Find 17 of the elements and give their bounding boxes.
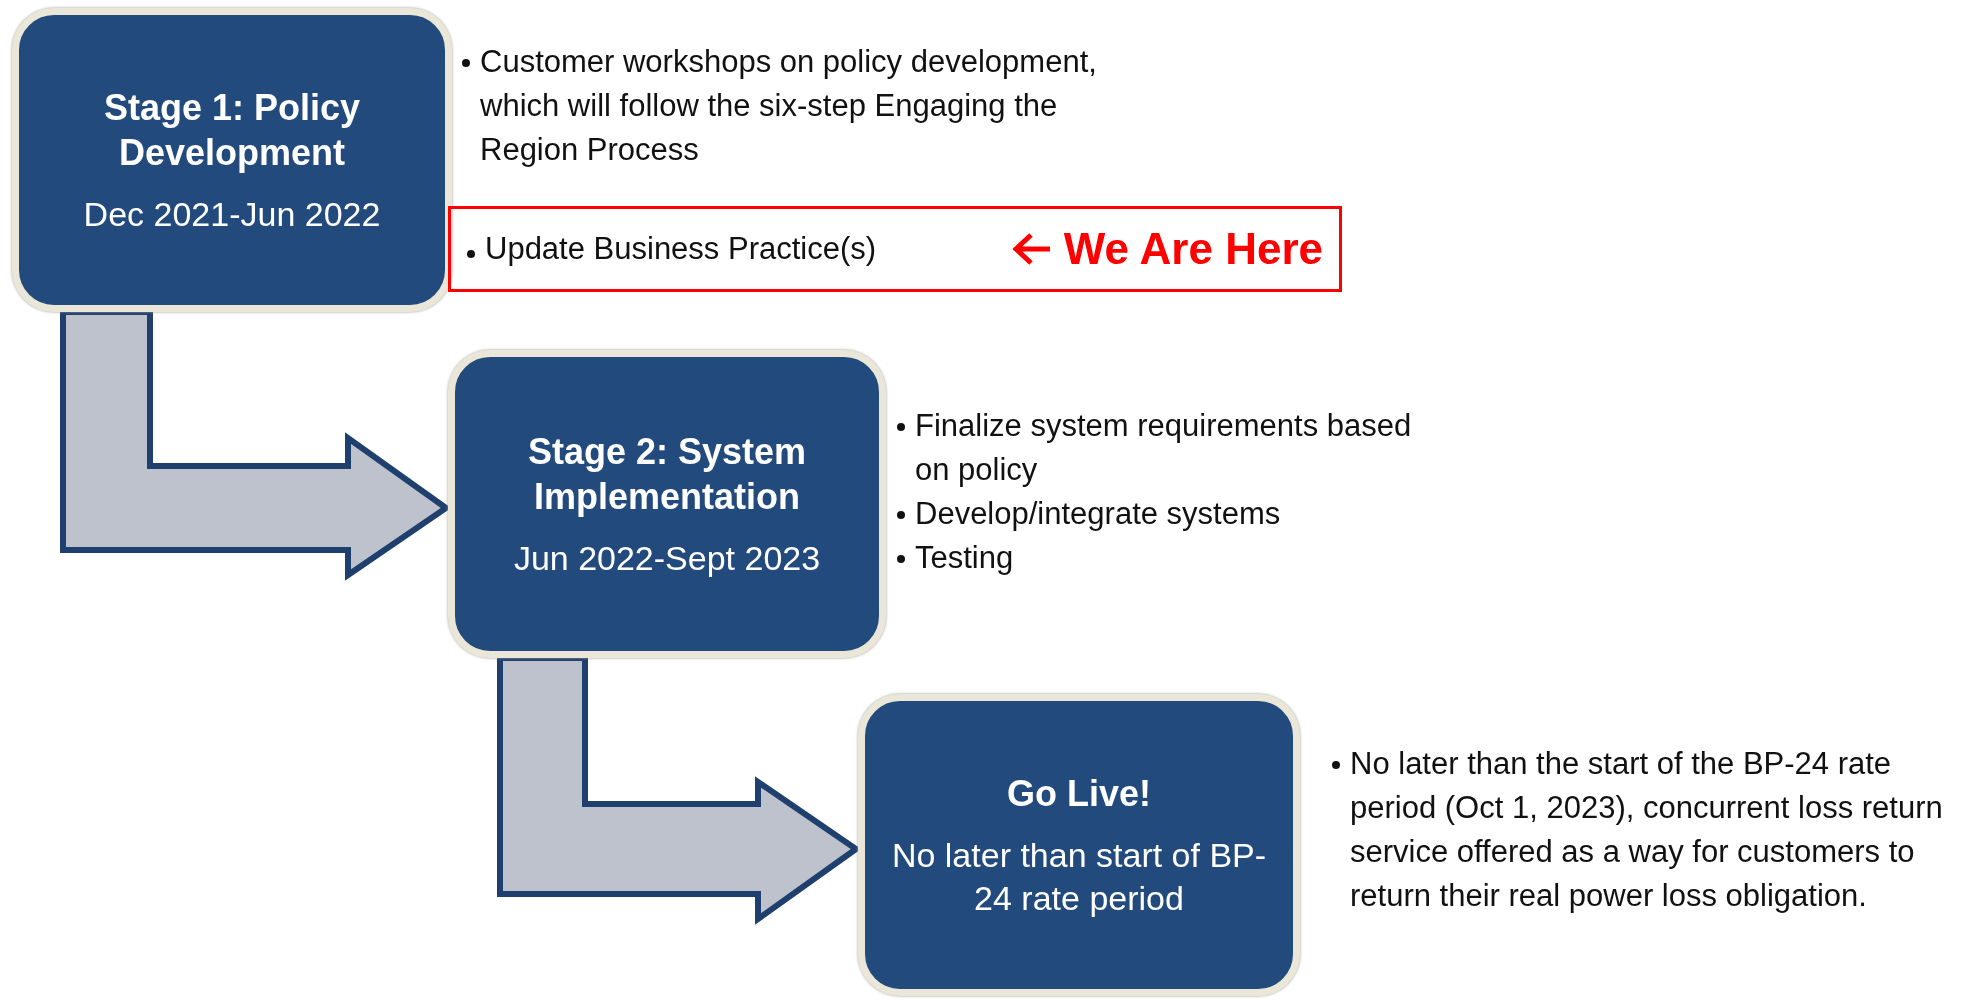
stage-subtitle: No later than start of BP-24 rate period [890,835,1268,919]
stage-title: Stage 2: System Implementation [526,429,808,519]
bullet-text: No later than the start of the BP-24 rate period (Oct 1, 2023), concurrent loss return service offered as a way for customers to return their real power loss obligation. [1332,742,1952,919]
bullet-text: Testing [897,536,1437,581]
bullet-text: Update Business Practice(s) [467,230,877,268]
stage-title: Stage 1: Policy Development [102,85,362,175]
stage-box [858,694,1300,996]
stage-subtitle: Jun 2022-Sept 2023 [513,537,821,579]
stage-box [12,8,452,312]
stage-subtitle: Dec 2021-Jun 2022 [83,193,381,235]
bullet-text: Customer workshops on policy development, which will follow the six-step Engaging the Region Process [462,40,1102,173]
stage-box [448,350,886,658]
highlight-box [448,206,1342,292]
bullet-text: Develop/integrate systems [897,492,1437,537]
stage-title: Go Live! [1007,772,1151,816]
bullet-text: Finalize system requirements based on policy [897,404,1437,493]
status-label: We Are Here [1063,224,1323,274]
